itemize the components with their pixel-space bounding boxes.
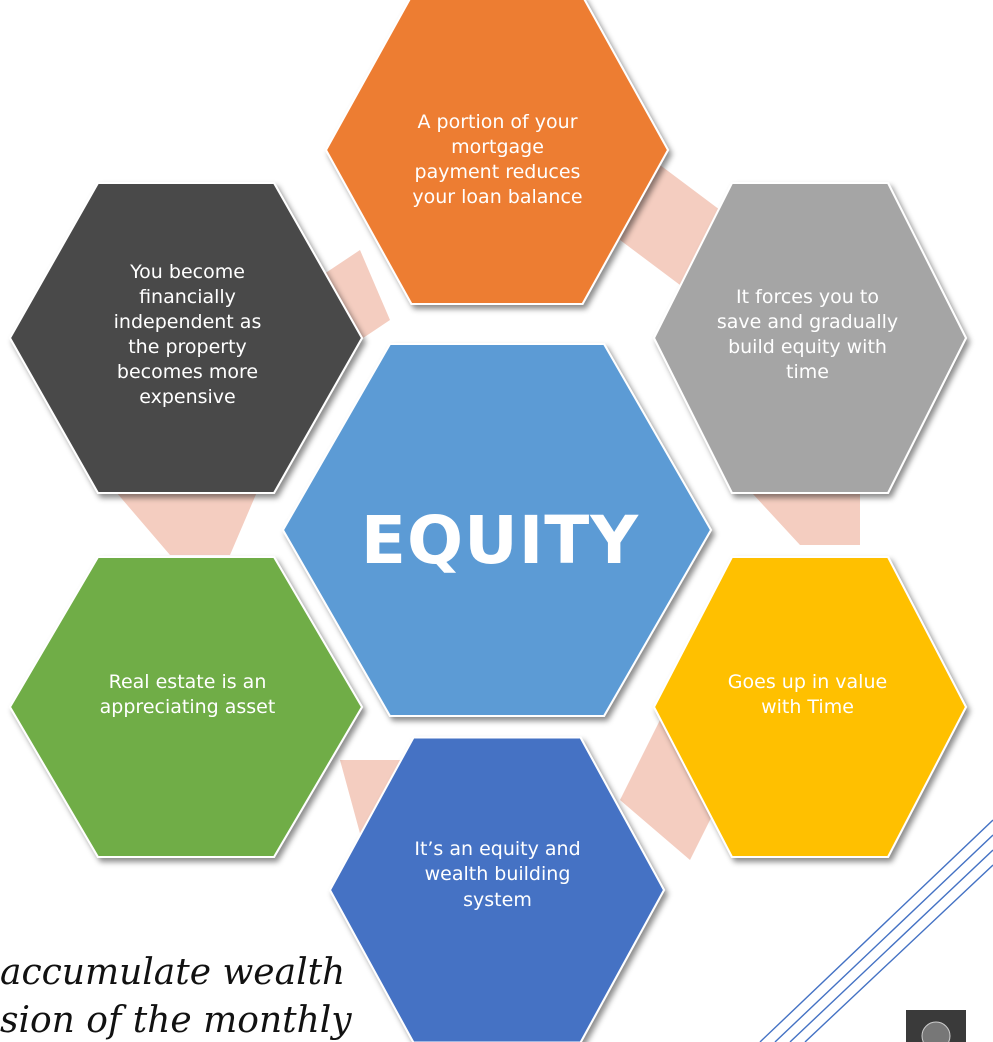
logo-badge xyxy=(906,1010,966,1042)
connector-band xyxy=(110,485,260,555)
center-label: EQUITY xyxy=(360,501,640,579)
hexagon-lower-right xyxy=(652,556,968,858)
hex-label-lower-right: Goes up in value with Time xyxy=(727,670,888,718)
decor-line xyxy=(804,864,993,1042)
hex-label-bottom: It’s an equity and wealth building syste… xyxy=(414,838,581,911)
decor-line xyxy=(759,819,993,1042)
connector-band xyxy=(740,480,860,545)
decorative-lines xyxy=(759,819,993,1042)
hex-label-top: A portion of your mortgage payment reduc… xyxy=(412,110,583,209)
caption-line-1: accumulate wealth xyxy=(0,952,346,993)
hex-label-lower-left: Real estate is an appreciating asset xyxy=(99,670,276,718)
hex-label-upper-left: You become financially independent as th… xyxy=(113,260,262,409)
hexagon-lower-left xyxy=(8,556,364,858)
hexagon-center xyxy=(281,343,713,717)
hexagon-bottom xyxy=(328,736,666,1042)
hexagon-upper-right xyxy=(652,182,968,494)
hexagon-upper-left xyxy=(8,182,364,494)
caption-line-2: sion of the monthly xyxy=(0,1000,352,1041)
decor-line xyxy=(774,834,993,1042)
decor-line xyxy=(789,849,993,1042)
hexagon-layer xyxy=(8,0,968,1042)
hex-label-upper-right: It forces you to save and gradually buil… xyxy=(716,285,899,384)
hexagon-top xyxy=(324,0,670,305)
connector-band xyxy=(620,720,730,860)
